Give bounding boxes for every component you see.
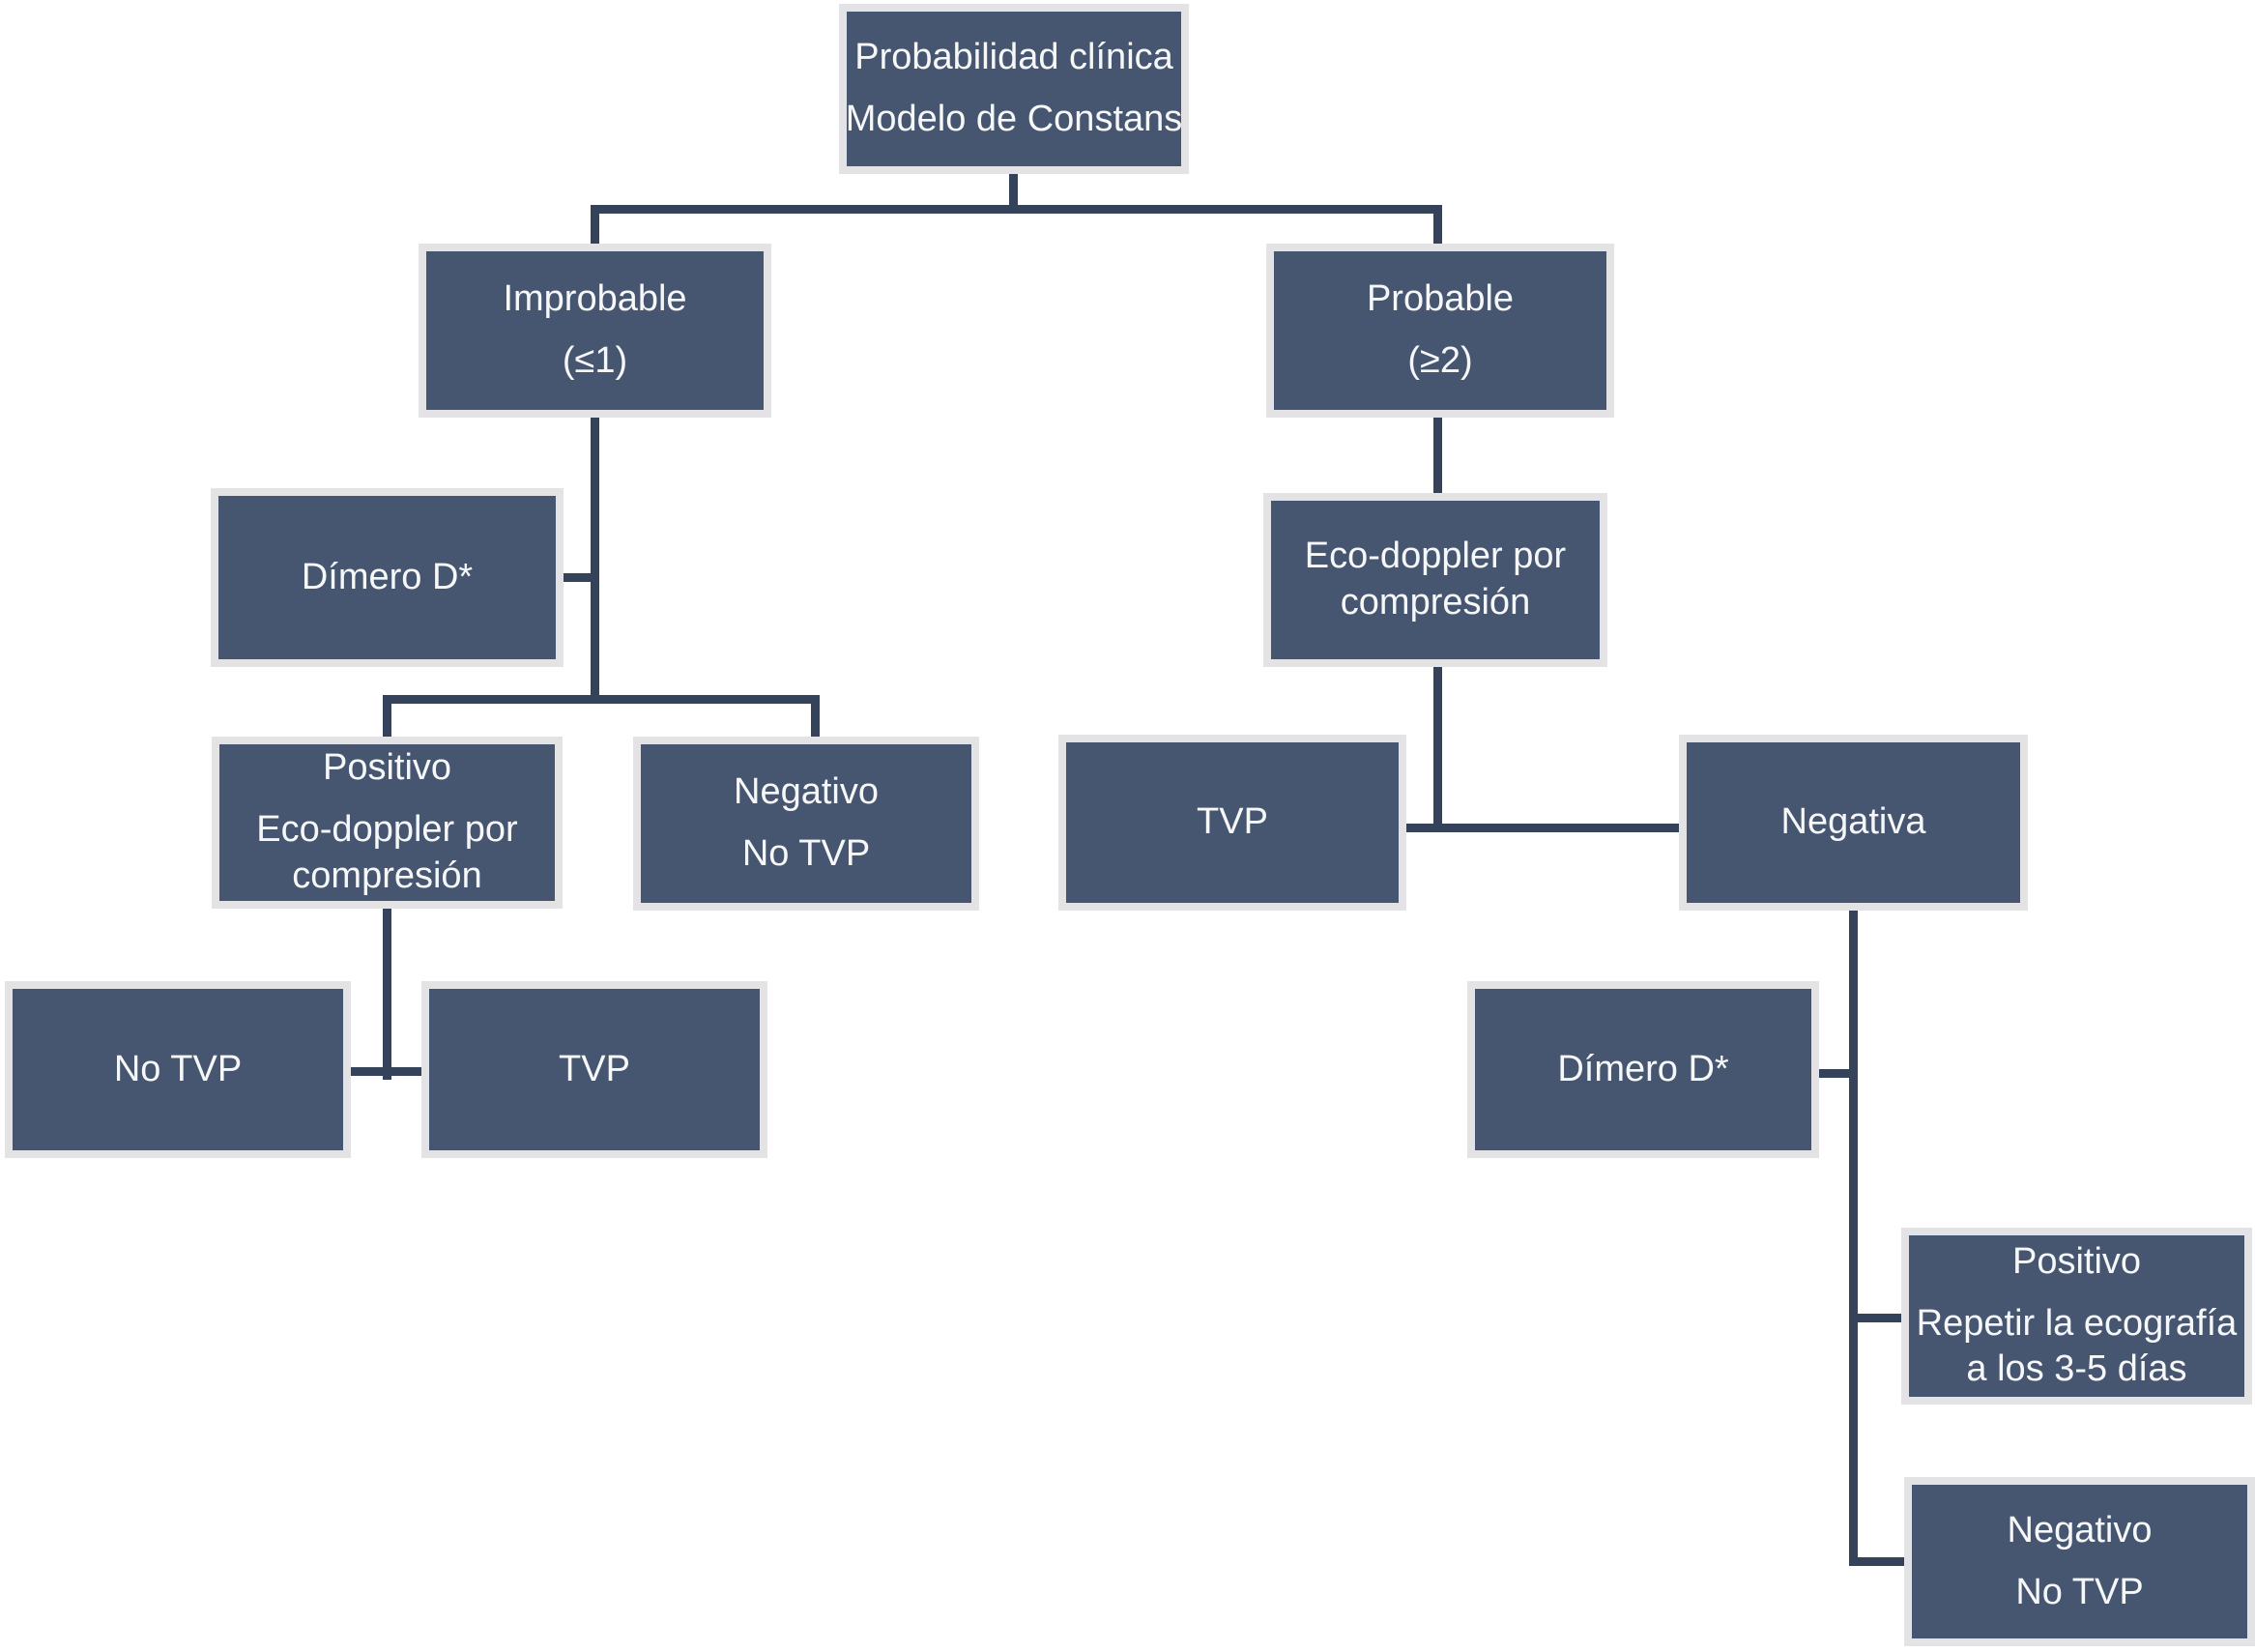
node-label: (≥2) bbox=[1407, 340, 1473, 381]
connector-dimero-left-stub bbox=[564, 573, 599, 582]
connector-to-improbable bbox=[591, 205, 599, 244]
node-label: Dímero D* bbox=[1557, 1048, 1729, 1089]
connector-negativa-down bbox=[1849, 911, 1858, 1566]
node-no-tvp-bottom-left: No TVP bbox=[5, 981, 351, 1158]
node-negativo-final: Negativo No TVP bbox=[1904, 1477, 2255, 1646]
connector-improbable-down bbox=[591, 418, 599, 704]
node-label: Modelo de Constans bbox=[845, 99, 1183, 139]
node-label: Probable bbox=[1366, 278, 1515, 320]
connector-root-down bbox=[1009, 174, 1018, 214]
connector-probable-down bbox=[1433, 418, 1442, 493]
node-label: a los 3-5 días bbox=[1966, 1348, 2187, 1390]
node-label: Probabilidad clínica bbox=[854, 37, 1173, 78]
connector-split-left bbox=[383, 695, 820, 704]
connector-branch-top bbox=[591, 205, 1442, 214]
node-label: Improbable bbox=[503, 278, 687, 320]
connector-to-negativo-final bbox=[1849, 1557, 1904, 1566]
node-dimero-d-left: Dímero D* bbox=[211, 488, 564, 667]
node-label: Dímero D* bbox=[301, 556, 474, 597]
node-probable: Probable (≥2) bbox=[1266, 244, 1614, 418]
node-label: Positivo bbox=[2011, 1240, 2142, 1282]
node-eco-doppler: Eco-doppler por compresión bbox=[1263, 493, 1607, 667]
connector-positivo-eco-down bbox=[383, 909, 391, 1080]
node-label: No TVP bbox=[741, 833, 871, 874]
connector-to-positivo-repetir bbox=[1849, 1314, 1901, 1322]
node-label: Repetir la ecografía bbox=[1916, 1302, 2238, 1344]
node-label: Eco-doppler por bbox=[256, 809, 518, 851]
node-label: No TVP bbox=[113, 1048, 243, 1089]
connector-to-negativo-no-tvp bbox=[811, 695, 820, 737]
connector-to-probable bbox=[1433, 205, 1442, 244]
node-label: TVP bbox=[1197, 801, 1268, 843]
node-label: Negativo bbox=[734, 771, 879, 813]
node-positivo-repetir: Positivo Repetir la ecografía a los 3-5 … bbox=[1901, 1228, 2252, 1405]
node-tvp-middle: TVP bbox=[1058, 735, 1406, 911]
connector-tvp-negativa bbox=[1406, 824, 1679, 832]
connector-eco-down bbox=[1433, 667, 1442, 832]
node-label: Negativo bbox=[2007, 1509, 2153, 1551]
connector-no-tvp-tvp bbox=[351, 1067, 421, 1076]
node-negativa: Negativa bbox=[1679, 735, 2028, 911]
node-improbable: Improbable (≤1) bbox=[419, 244, 771, 418]
node-tvp-bottom-left: TVP bbox=[421, 981, 767, 1158]
node-label: compresión bbox=[292, 855, 482, 896]
connector-to-positivo-eco bbox=[383, 695, 391, 737]
node-label: (≤1) bbox=[562, 340, 628, 381]
connector-dimero-right-stub bbox=[1819, 1069, 1854, 1078]
node-label: Positivo bbox=[322, 747, 452, 789]
node-clinical-probability: Probabilidad clínica Modelo de Constans bbox=[839, 4, 1189, 174]
node-negativo-no-tvp: Negativo No TVP bbox=[633, 737, 979, 911]
node-dimero-d-right: Dímero D* bbox=[1467, 981, 1819, 1158]
node-label: No TVP bbox=[2015, 1571, 2144, 1612]
node-label: compresión bbox=[1340, 582, 1531, 623]
node-positivo-eco-doppler: Positivo Eco-doppler por compresión bbox=[212, 737, 563, 909]
node-label: Negativa bbox=[1780, 801, 1926, 843]
node-label: Eco-doppler por bbox=[1304, 536, 1567, 577]
node-label: TVP bbox=[559, 1048, 630, 1089]
